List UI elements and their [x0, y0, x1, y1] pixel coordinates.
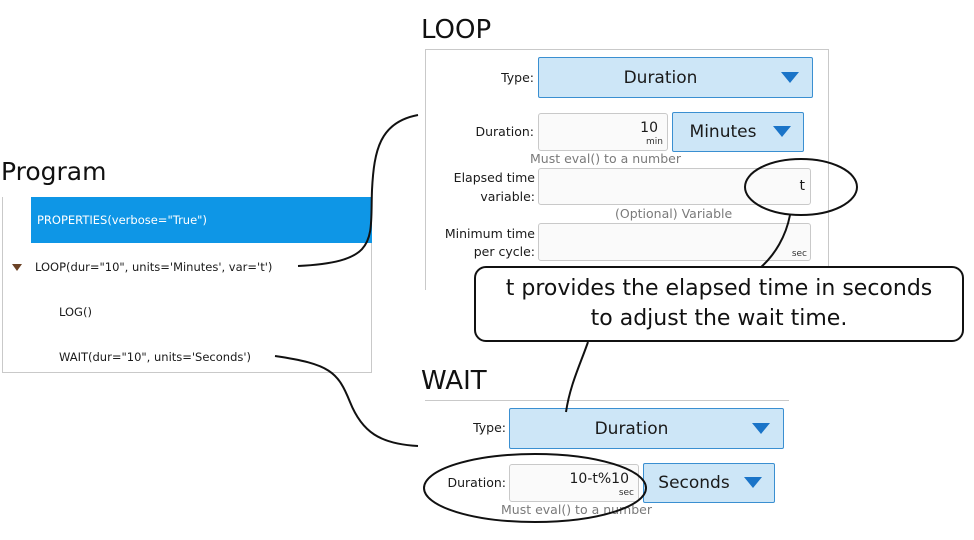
program-row-log[interactable]: LOG() — [59, 305, 92, 319]
loop-duration-hint: Must eval() to a number — [530, 151, 681, 166]
highlight-ellipse-wait-duration — [423, 453, 647, 523]
callout-pointer-bottom — [565, 341, 589, 413]
highlight-ellipse-elapsed — [744, 158, 858, 216]
wait-type-value: Duration — [594, 418, 669, 439]
loop-min-time-input[interactable]: sec — [538, 223, 811, 261]
program-row-properties[interactable]: PROPERTIES(verbose="True") — [31, 197, 372, 243]
loop-duration-label: Duration: — [475, 124, 534, 139]
wait-duration-label: Duration: — [447, 475, 506, 490]
program-row-wait[interactable]: WAIT(dur="10", units='Seconds') — [59, 350, 252, 364]
wait-title: WAIT — [421, 366, 487, 396]
loop-min-time-label-1: Minimum time — [444, 226, 535, 241]
connector-line-wait — [274, 355, 419, 447]
callout-line-1: t provides the elapsed time in seconds — [505, 276, 933, 301]
loop-elapsed-label-2: variable: — [480, 189, 535, 204]
loop-elapsed-hint: (Optional) Variable — [615, 206, 733, 221]
wait-duration-input[interactable]: 10-t%10 sec — [509, 464, 639, 502]
chevron-down-icon — [752, 423, 770, 434]
loop-elapsed-input[interactable]: t — [538, 168, 811, 205]
callout-pointer-top — [759, 214, 791, 269]
wait-units-value: Seconds — [658, 473, 730, 493]
loop-units-dropdown[interactable]: Minutes — [672, 112, 804, 152]
loop-panel — [425, 49, 829, 290]
program-tree: PROPERTIES(verbose="True") LOOP(dur="10"… — [2, 197, 372, 373]
wait-duration-unit: sec — [618, 488, 634, 498]
loop-min-time-label-2: per cycle: — [473, 244, 535, 259]
loop-duration-input[interactable]: 10 min — [538, 113, 668, 151]
wait-duration-hint: Must eval() to a number — [501, 502, 652, 517]
loop-type-dropdown[interactable]: Duration — [538, 57, 813, 98]
collapse-triangle-icon[interactable] — [12, 264, 22, 271]
loop-min-time-unit: sec — [791, 249, 807, 259]
wait-duration-value: 10-t%10 — [569, 471, 629, 487]
loop-elapsed-value: t — [799, 178, 806, 194]
program-title: Program — [1, 157, 107, 186]
connector-line-loop — [297, 114, 419, 267]
callout-line-2: to adjust the wait time. — [590, 306, 848, 331]
chevron-down-icon — [744, 477, 762, 488]
wait-type-dropdown[interactable]: Duration — [509, 408, 784, 449]
loop-type-label: Type: — [501, 70, 534, 85]
wait-units-dropdown[interactable]: Seconds — [643, 463, 775, 503]
program-row-loop[interactable]: LOOP(dur="10", units='Minutes', var='t') — [35, 260, 273, 274]
chevron-down-icon — [781, 72, 799, 83]
loop-type-value: Duration — [623, 67, 698, 88]
wait-panel-divider — [425, 400, 789, 401]
loop-duration-value: 10 — [640, 120, 658, 136]
loop-duration-unit: min — [646, 137, 663, 147]
annotation-callout: t provides the elapsed time in seconds t… — [474, 266, 964, 342]
loop-units-value: Minutes — [689, 122, 757, 142]
wait-type-label: Type: — [473, 420, 506, 435]
chevron-down-icon — [773, 126, 791, 137]
loop-title: LOOP — [421, 15, 492, 45]
loop-elapsed-label-1: Elapsed time — [453, 170, 535, 185]
